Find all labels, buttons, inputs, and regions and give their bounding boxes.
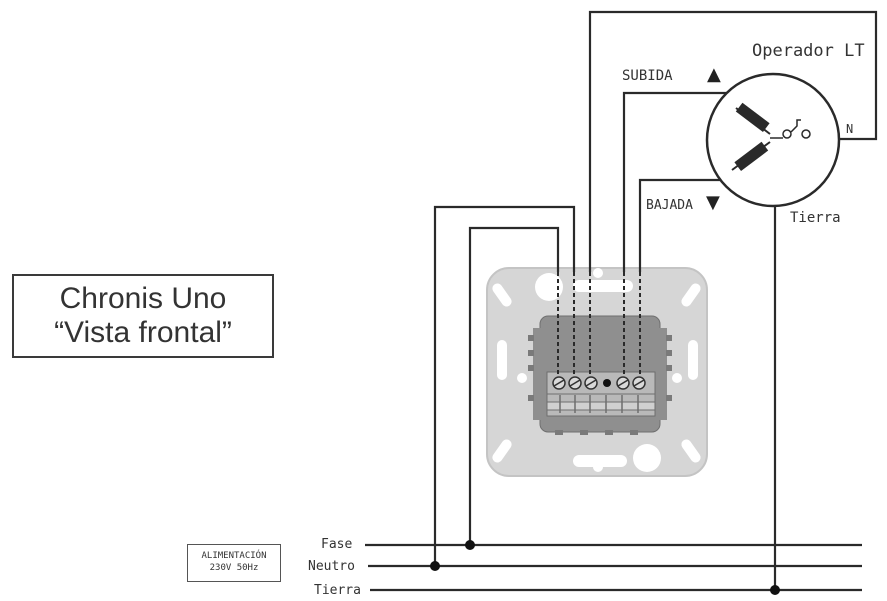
wire-motor-neutral <box>588 10 878 272</box>
dashed-wires <box>557 272 641 376</box>
label-neutro: Neutro <box>308 559 355 574</box>
label-fase: Fase <box>321 537 352 552</box>
title-line-2: “Vista frontal” <box>54 316 232 349</box>
wire-bajada <box>638 170 734 272</box>
label-neutral-n: N <box>846 122 853 136</box>
subida-arrow-icon: ▲ <box>707 64 721 85</box>
title-line-1: Chronis Uno <box>59 282 227 315</box>
wire-neutro-feed <box>433 205 576 566</box>
supply-line-2: 230V 50Hz <box>209 563 259 573</box>
bajada-arrow-icon: ▼ <box>706 192 720 213</box>
label-bajada: BAJADA <box>646 198 693 213</box>
junction-dots <box>430 540 780 595</box>
terminal-block <box>546 371 656 417</box>
supply-box: ALIMENTACIÓN 230V 50Hz <box>187 544 281 582</box>
label-tierra: Tierra <box>314 583 361 598</box>
label-subida: SUBIDA <box>622 68 673 84</box>
label-motor-tierra: Tierra <box>790 210 841 226</box>
motor-operator <box>705 72 841 208</box>
wire-fase-feed <box>468 226 560 545</box>
title-box: Chronis Uno “Vista frontal” <box>12 274 274 358</box>
motor-label: Operador LT <box>752 41 865 61</box>
supply-line-1: ALIMENTACIÓN <box>201 551 267 561</box>
